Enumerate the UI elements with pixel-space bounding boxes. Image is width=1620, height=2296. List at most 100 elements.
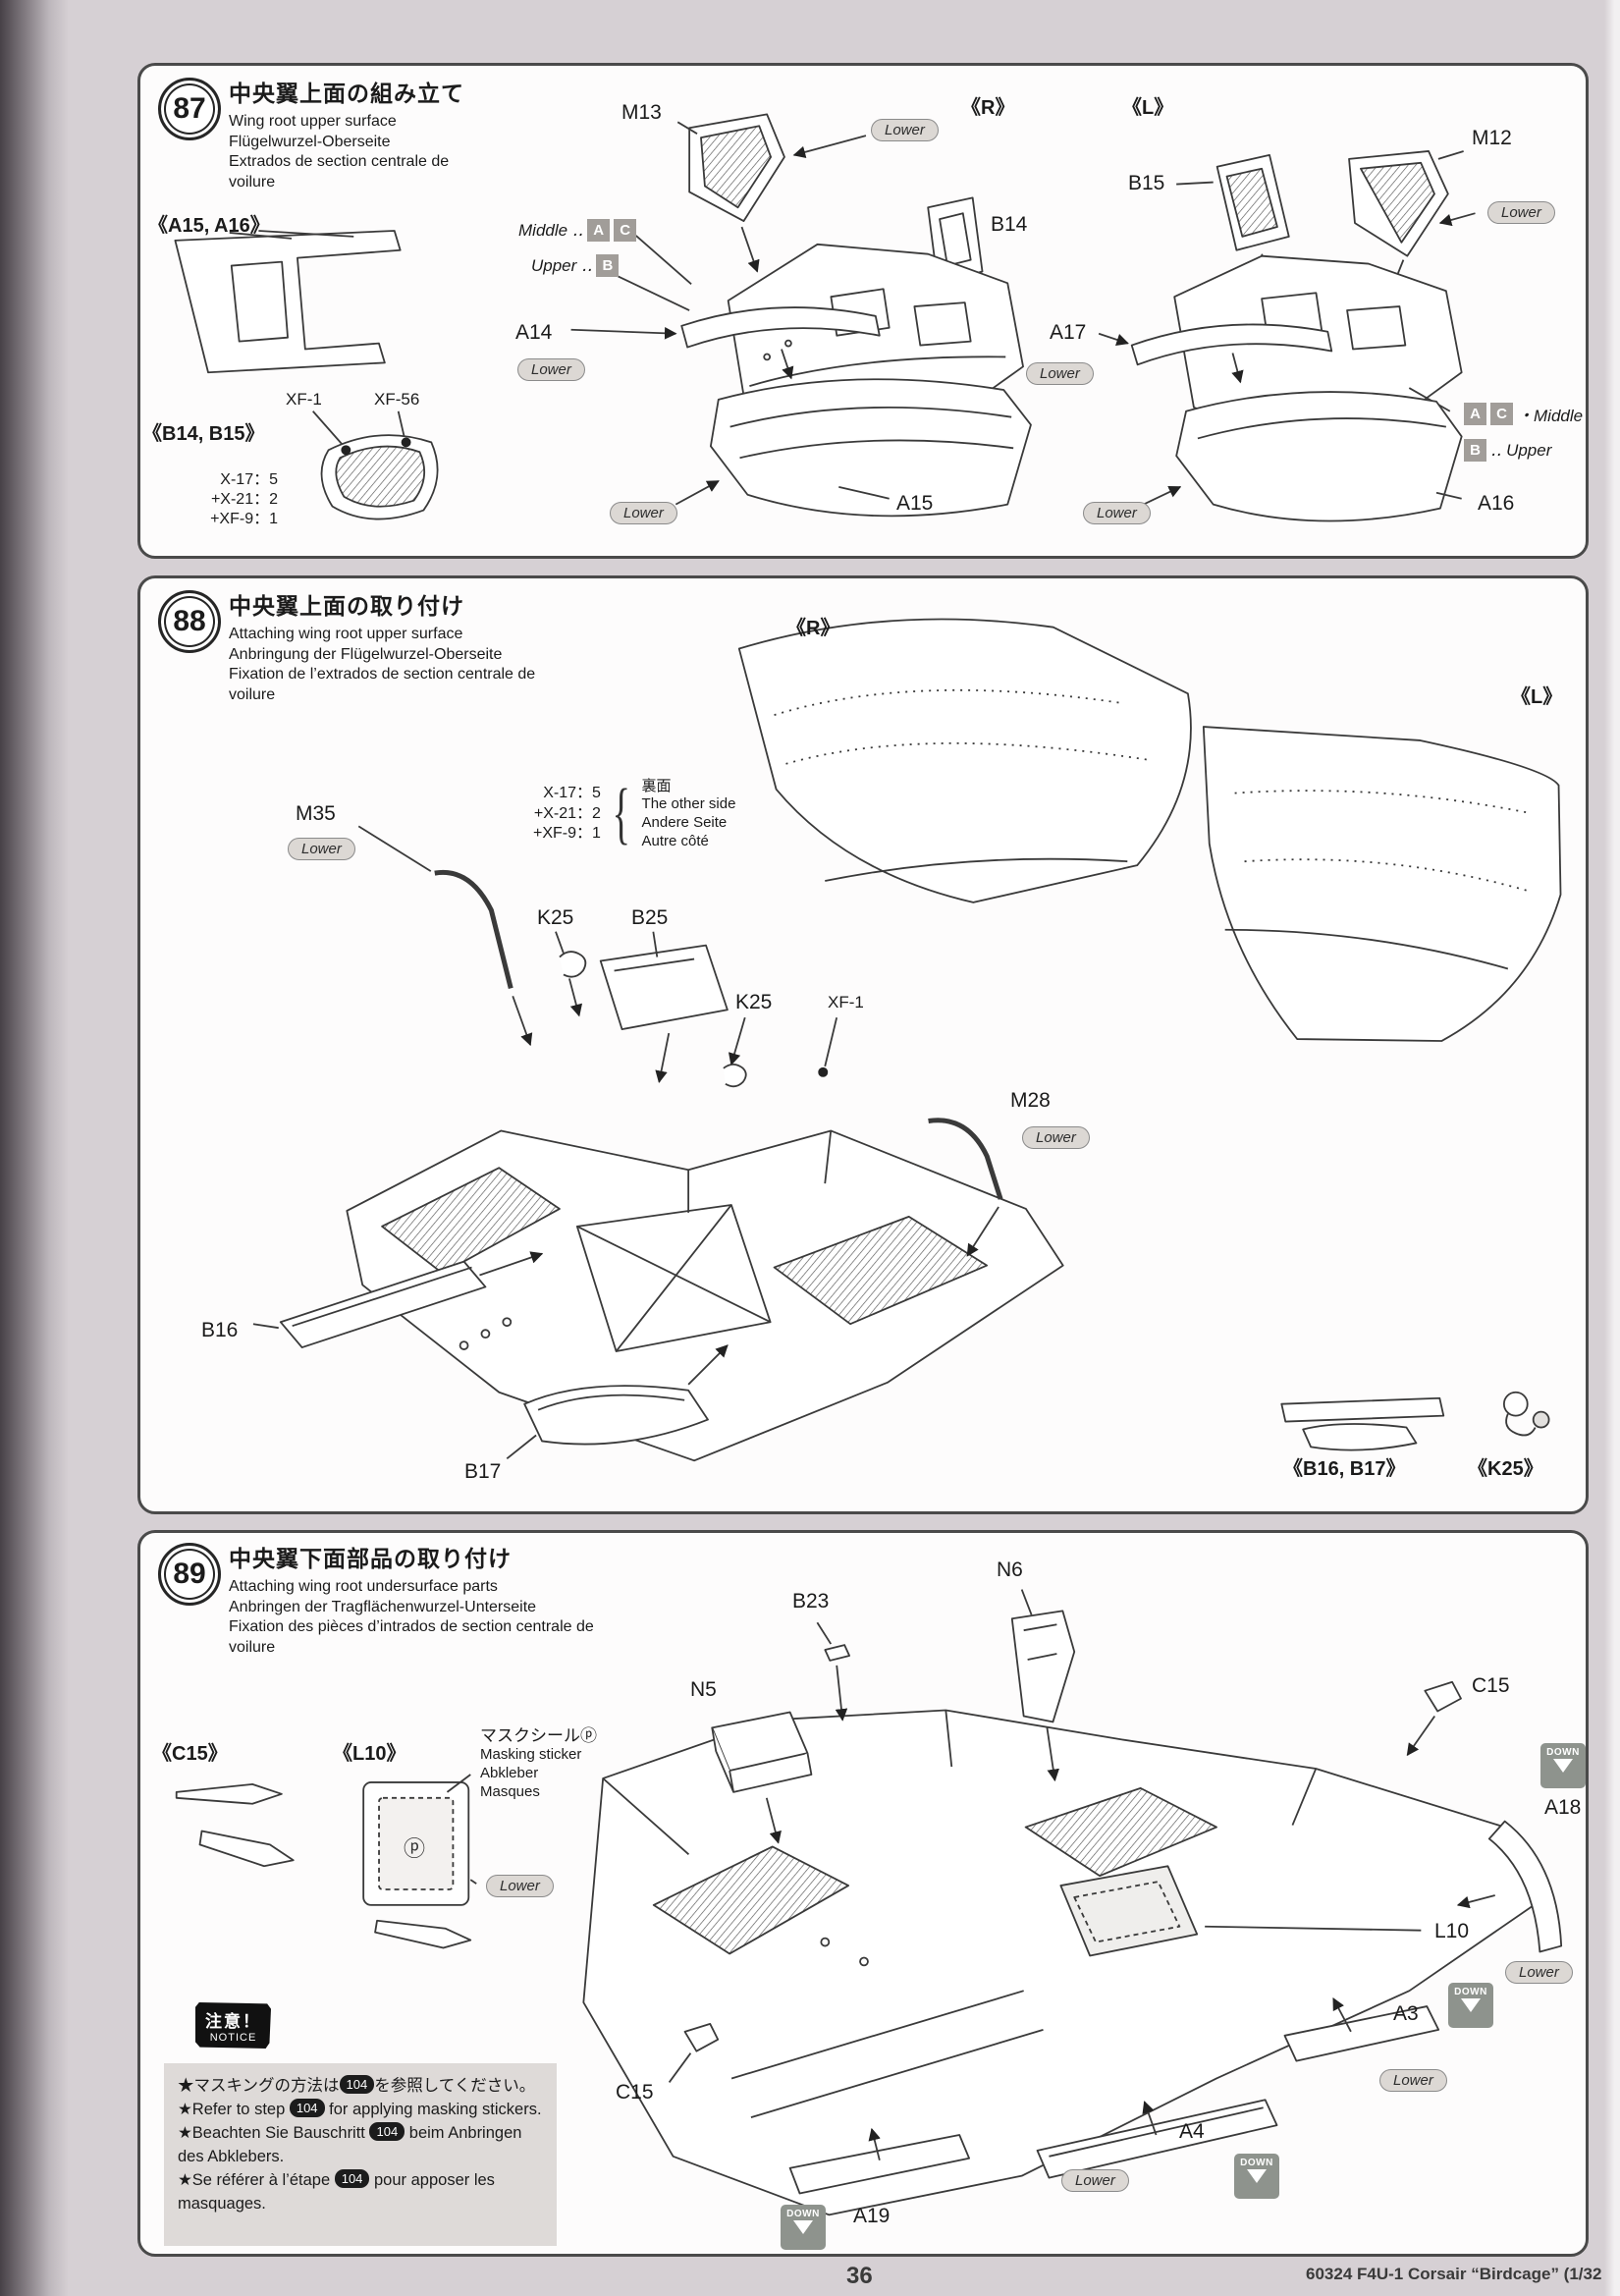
part-a17-drawing bbox=[1099, 324, 1331, 384]
masking-en: Masking sticker bbox=[480, 1746, 582, 1764]
down-label: DOWN bbox=[786, 2209, 820, 2219]
callout-l10-drawing bbox=[363, 1775, 476, 1948]
lower-tag: Lower bbox=[1022, 1126, 1090, 1149]
callout-a15-a16-drawing bbox=[175, 231, 400, 372]
part-a15-drawing bbox=[675, 379, 1031, 516]
masking-fr: Masques bbox=[480, 1782, 540, 1800]
chip-a: A bbox=[1464, 403, 1486, 425]
part-m28-drawing bbox=[929, 1121, 1001, 1257]
lower-tag: Lower bbox=[871, 119, 939, 141]
upper-chips-right: B ‥ Upper bbox=[1464, 439, 1551, 462]
title-ja: 中央翼下面部品の取り付け bbox=[229, 1546, 512, 1571]
callout-c15-drawing bbox=[177, 1784, 294, 1866]
part-n5-drawing bbox=[712, 1713, 811, 1844]
paint-spot-xf1-drawing bbox=[818, 1017, 837, 1077]
chip-c: C bbox=[614, 219, 637, 242]
lower-tag: Lower bbox=[288, 838, 355, 860]
title-de: Anbringen der Tragflächenwurzel-Untersei… bbox=[229, 1598, 537, 1615]
part-label-m35: M35 bbox=[296, 802, 336, 825]
side-label-l: 《L》 bbox=[1122, 97, 1174, 119]
other-side-de: Andere Seite bbox=[641, 814, 728, 831]
underside-assembly-drawing bbox=[583, 1711, 1534, 2215]
part-label-n5: N5 bbox=[690, 1678, 717, 1701]
note-line-de: ★Beachten Sie Bauschritt 104 beim Anbrin… bbox=[178, 2121, 543, 2169]
note-line-fr: ★Se référer à l’étape 104 pour apposer l… bbox=[178, 2168, 543, 2216]
part-b25-drawing bbox=[601, 932, 728, 1083]
callout-k25-drawing bbox=[1504, 1393, 1549, 1436]
lower-tag: Lower bbox=[517, 358, 585, 381]
part-label-b14: B14 bbox=[991, 213, 1028, 236]
other-side-note: 裏面 The other side Andere Seite Autre côt… bbox=[642, 778, 736, 851]
chip-b: B bbox=[1464, 439, 1486, 462]
note-line-en: ★Refer to step 104 for applying masking … bbox=[178, 2098, 543, 2122]
side-label-r: 《R》 bbox=[786, 618, 840, 639]
part-a14-drawing bbox=[571, 307, 880, 380]
scan-edge-left bbox=[0, 0, 69, 2296]
lower-tag: Lower bbox=[1379, 2069, 1447, 2092]
title-en: Wing root upper surface bbox=[229, 112, 397, 130]
step-87-panel: 87 中央翼上面の組み立て Wing root upper surface Fl… bbox=[137, 63, 1589, 559]
step88-drawing bbox=[140, 578, 1586, 1511]
upper-label: ‥ Upper bbox=[1490, 440, 1552, 460]
scan-edge-right bbox=[1604, 0, 1620, 2296]
note-text: ★Beachten Sie Bauschritt bbox=[178, 2123, 370, 2142]
wing-panel-l-drawing bbox=[1204, 727, 1561, 1041]
callout-k25: 《K25》 bbox=[1468, 1458, 1543, 1480]
part-label-a16: A16 bbox=[1478, 492, 1515, 515]
paint-xf56: XF-56 bbox=[374, 390, 420, 409]
mix-line: +X-21：2 bbox=[210, 491, 278, 508]
down-label: DOWN bbox=[1546, 1747, 1580, 1758]
mix-line: X-17：5 bbox=[220, 471, 278, 488]
lower-tag: Lower bbox=[1026, 362, 1094, 385]
side-label-l: 《L》 bbox=[1511, 686, 1563, 708]
middle-chips-left: Middle ‥ A C bbox=[518, 219, 637, 242]
part-label-m28: M28 bbox=[1010, 1089, 1051, 1112]
down-badge: DOWN bbox=[781, 2205, 826, 2250]
down-label: DOWN bbox=[1240, 2158, 1273, 2168]
down-arrow-icon bbox=[793, 2220, 813, 2234]
callout-b14-b15: 《B14, B15》 bbox=[142, 423, 265, 445]
part-label-l10: L10 bbox=[1434, 1920, 1470, 1942]
page-number: 36 bbox=[846, 2263, 873, 2289]
paint-xf1: XF-1 bbox=[286, 390, 322, 409]
notice-en: NOTICE bbox=[209, 2032, 257, 2044]
title-en: Attaching wing root upper surface bbox=[229, 625, 463, 642]
brace: { bbox=[612, 776, 630, 851]
part-label-a3: A3 bbox=[1393, 2002, 1419, 2025]
masking-note: マスクシールⓟ Masking sticker Abkleber Masques bbox=[480, 1725, 597, 1802]
part-label-a18: A18 bbox=[1544, 1796, 1582, 1819]
down-arrow-icon bbox=[1247, 2169, 1267, 2183]
middle-label: ・Middle bbox=[1517, 407, 1584, 425]
part-c15-bottom-drawing bbox=[670, 2024, 719, 2083]
masking-ja: マスクシールⓟ bbox=[480, 1726, 597, 1745]
part-k25-drawing bbox=[556, 932, 585, 1017]
title-de: Anbringung der Flügelwurzel-Oberseite bbox=[229, 645, 503, 663]
part-label-b25: B25 bbox=[631, 906, 669, 929]
step-number-badge: 88 bbox=[158, 590, 221, 653]
part-label-a4: A4 bbox=[1179, 2120, 1205, 2143]
part-label-b15: B15 bbox=[1128, 172, 1165, 194]
part-label-c15: C15 bbox=[616, 2081, 654, 2104]
part-label-a17: A17 bbox=[1050, 321, 1087, 344]
chip-b: B bbox=[596, 254, 620, 277]
note-text: for applying masking stickers. bbox=[324, 2100, 542, 2118]
part-a4-drawing bbox=[1038, 2100, 1277, 2177]
part-b23-drawing bbox=[817, 1622, 849, 1722]
wing-panel-r-drawing bbox=[739, 620, 1191, 902]
mix-line: +XF-9：1 bbox=[533, 825, 601, 843]
middle-label: Middle ‥ bbox=[518, 220, 584, 240]
step-ref-badge: 104 bbox=[339, 2075, 375, 2094]
lower-tag: Lower bbox=[610, 502, 677, 524]
lower-tag: Lower bbox=[1061, 2169, 1129, 2192]
part-m13-drawing bbox=[677, 114, 866, 273]
center-section-drawing bbox=[347, 1130, 1062, 1460]
part-label-a19: A19 bbox=[853, 2205, 891, 2227]
part-m35-drawing bbox=[358, 826, 533, 1047]
step-number: 89 bbox=[173, 1558, 206, 1590]
part-label-a15: A15 bbox=[896, 492, 934, 515]
lower-tag: Lower bbox=[486, 1875, 554, 1897]
down-label: DOWN bbox=[1454, 1987, 1487, 1997]
part-label-m12: M12 bbox=[1472, 127, 1512, 149]
l10-leader bbox=[1205, 1927, 1421, 1931]
part-n6-drawing bbox=[1012, 1590, 1074, 1782]
